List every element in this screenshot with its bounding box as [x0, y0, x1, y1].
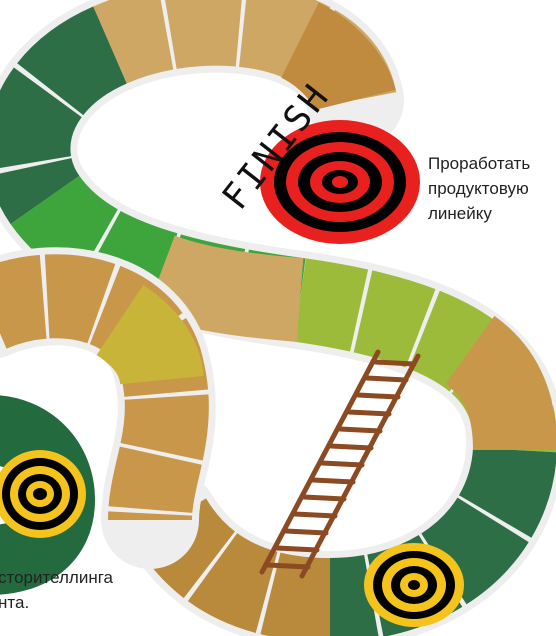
yellow-target-right	[364, 543, 464, 627]
storytelling-label: сторителлинга нта.	[0, 565, 113, 615]
goal-label: Проработать продуктовую линейку	[428, 151, 530, 226]
